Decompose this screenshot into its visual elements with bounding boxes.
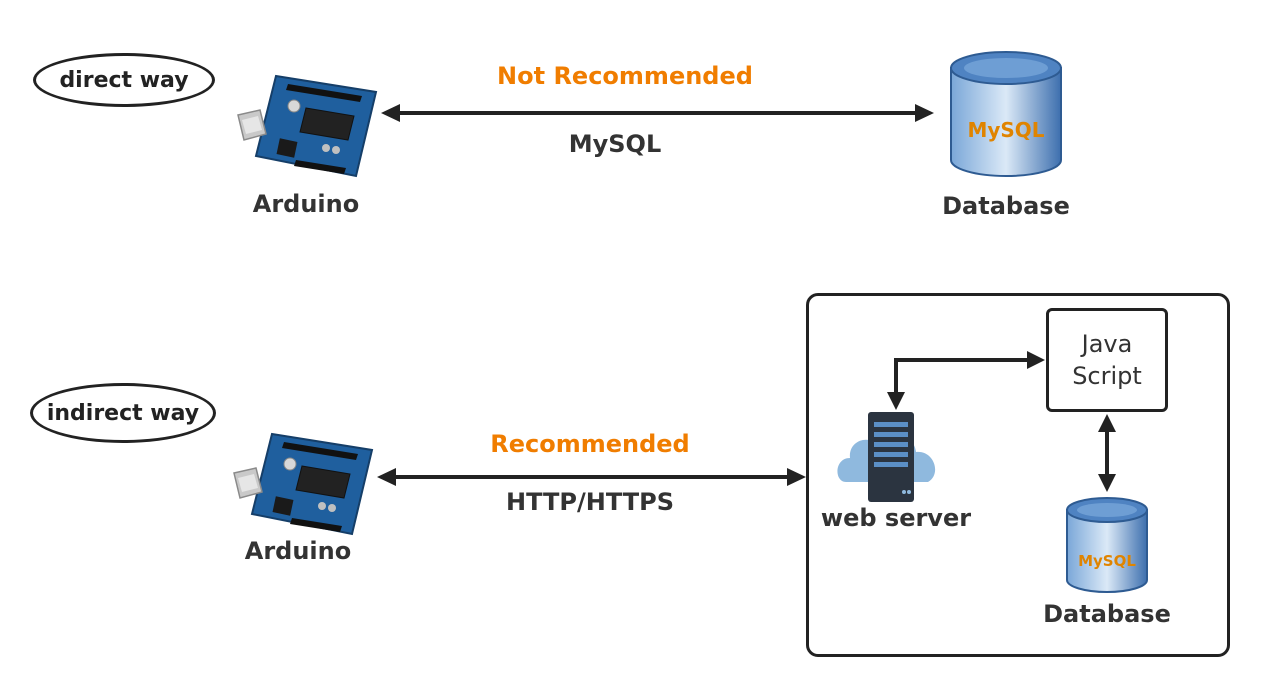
web-server-icon [836,412,946,504]
mysql-logo-text: MySQL [967,118,1045,142]
arduino-board-icon [232,428,377,538]
indirect-way-tag: indirect way [30,383,216,443]
database-label-bottom: Database [1043,600,1171,628]
recommended-label: Recommended [490,430,690,458]
javascript-line2: Script [1072,362,1142,390]
direct-way-tag-text: direct way [59,67,189,93]
mysql-protocol-label: MySQL [568,130,662,158]
arduino-label-bottom: Arduino [244,537,352,565]
server-container-box [806,293,1230,657]
arduino-board-icon [236,70,381,180]
direct-way-tag: direct way [33,53,215,107]
mysql-logo-text: MySQL [1078,552,1136,570]
javascript-line1: Java [1081,330,1133,358]
database-label-top: Database [942,192,1070,220]
database-icon: MySQL [945,48,1067,180]
javascript-box: Java Script [1046,308,1168,412]
database-icon: MySQL [1063,496,1151,594]
not-recommended-label: Not Recommended [497,62,753,90]
arduino-label-top: Arduino [252,190,360,218]
web-server-label: web server [820,504,972,532]
indirect-way-tag-text: indirect way [46,400,200,426]
http-protocol-label: HTTP/HTTPS [506,488,674,516]
